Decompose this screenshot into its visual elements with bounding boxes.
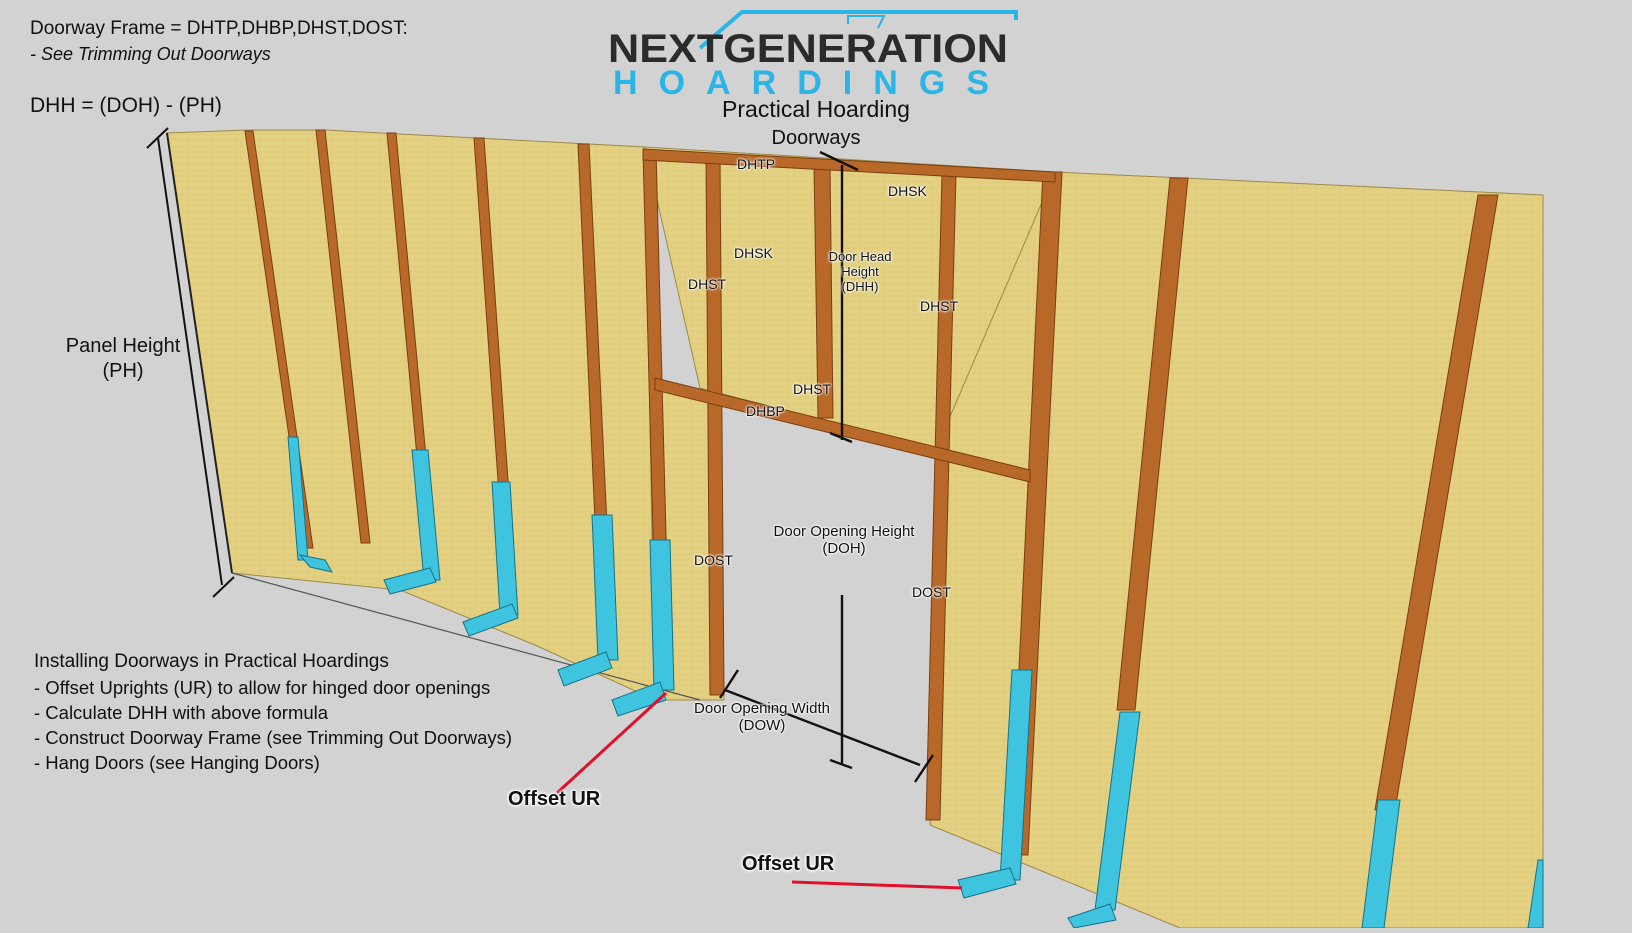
upright [1094, 711, 1141, 911]
logo-line1: NEXTGENERATION [608, 27, 1008, 71]
upright [491, 481, 519, 616]
upright-foot [957, 867, 1017, 899]
panel-height-line1: Panel Height [65, 335, 181, 357]
upright-foot [298, 554, 334, 573]
page-title: Practical Hoarding [722, 96, 910, 122]
label-dhbp: DHBP [746, 403, 785, 419]
offset-callout-line-bottom [791, 880, 963, 890]
page-subtitle: Doorways [771, 127, 861, 149]
logo-roof-outline [698, 10, 1018, 50]
instructions-step: - Hang Doors (see Hanging Doors) [34, 752, 320, 773]
label-dhst-left: DHST [688, 276, 727, 292]
doh-label: Door Opening Height (DOH) [773, 523, 915, 558]
dow-label: Door Opening Width (DOW) [694, 700, 830, 735]
label-dhtp: DHTP [737, 156, 776, 172]
frame-info-note: - See Trimming Out Doorways [30, 44, 271, 64]
upright [591, 514, 619, 661]
label-dhsk-left: DHSK [734, 245, 773, 261]
label-dost-right: DOST [912, 584, 951, 600]
callout-lines [555, 691, 963, 890]
instructions-title: Installing Doorways in Practical Hoardin… [34, 651, 389, 672]
dhh-label: Door Head Height (DHH) [828, 249, 892, 294]
stud [315, 129, 371, 544]
label-dhsk-top: DHSK [888, 183, 927, 199]
logo-chimney [847, 15, 886, 29]
instructions-step: - Offset Uprights (UR) to allow for hing… [34, 677, 491, 698]
upright [649, 539, 675, 691]
stud [1116, 177, 1189, 711]
label-dost-left: DOST [694, 552, 733, 568]
offset-callout-line-left [555, 691, 668, 795]
upright [411, 449, 441, 581]
logo: NEXTGENERATION HOARDINGS [608, 10, 1018, 102]
label-dhst-right: DHST [920, 298, 959, 314]
panel-edge-left [166, 132, 233, 574]
panel-height-dimension [146, 127, 235, 598]
dhh-formula: DHH = (DOH) - (PH) [30, 94, 222, 117]
upright-foot [462, 603, 519, 637]
upright-foot [611, 681, 667, 717]
dimension-lines [718, 150, 934, 783]
logo-line2: HOARDINGS [613, 64, 1003, 102]
offset-ur-callout-bottom: Offset UR [742, 853, 835, 875]
frame-info-title: Doorway Frame = DHTP,DHBP,DHST,DOST: [30, 18, 408, 39]
upright-foot [383, 567, 437, 595]
upright [999, 669, 1033, 881]
instructions-step: - Construct Doorway Frame (see Trimming … [34, 727, 513, 748]
label-dhst-mid: DHST [793, 381, 832, 397]
dow-dimension-line [724, 688, 921, 767]
uprights [287, 436, 1544, 929]
upright-foot [1067, 903, 1117, 929]
panel-height-label: Panel Height (PH) [66, 334, 181, 384]
upright-foot [557, 651, 613, 687]
panel-height-line2: (PH) [102, 360, 144, 382]
instructions-step: - Calculate DHH with above formula [34, 702, 329, 723]
offset-ur-callout-left: Offset UR [508, 788, 601, 810]
floor-line [231, 572, 701, 701]
